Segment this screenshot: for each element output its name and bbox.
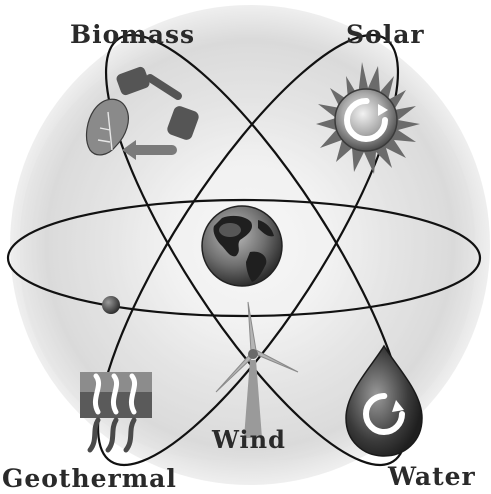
geothermal-heat-icon xyxy=(80,372,152,453)
horizontal-orbit xyxy=(6,198,482,318)
sun-icon xyxy=(316,62,420,174)
solar-label: Solar xyxy=(346,20,425,49)
water-label: Water xyxy=(388,462,476,491)
orbit-lines xyxy=(6,33,482,467)
biomass-label: Biomass xyxy=(70,20,196,49)
electron-ball xyxy=(102,296,120,314)
wind-turbine-icon xyxy=(215,301,299,438)
geothermal-label: Geothermal xyxy=(2,464,177,493)
recycle-leaf-icon xyxy=(85,66,199,160)
diagonal-orbit-left xyxy=(96,33,400,467)
wind-label: Wind xyxy=(212,425,286,454)
globe-icon xyxy=(201,205,283,287)
water-drop-icon xyxy=(345,344,423,457)
diagonal-orbit-right xyxy=(104,33,408,467)
